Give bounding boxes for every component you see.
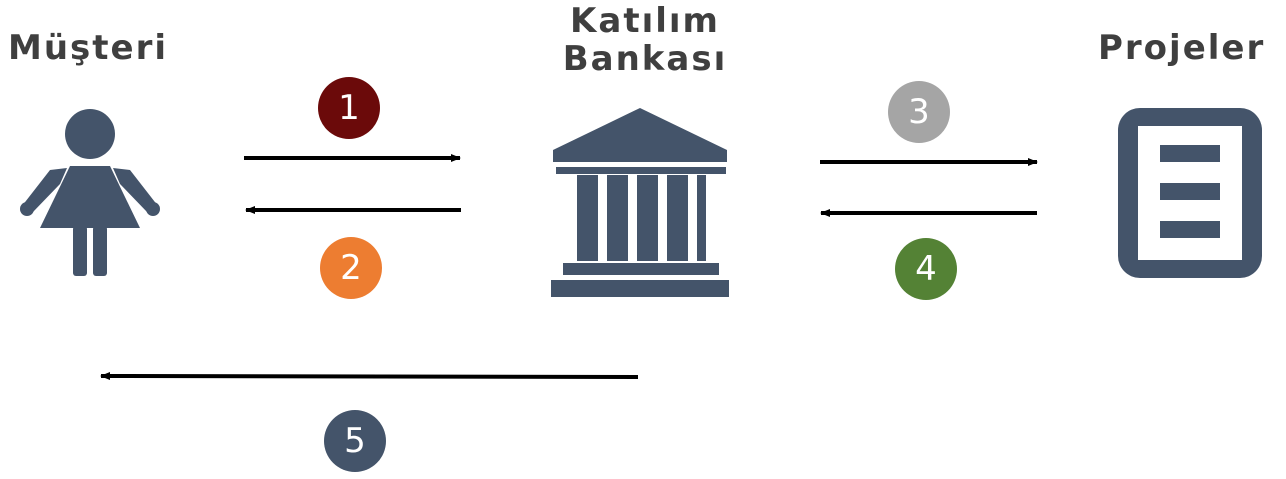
bank-label-line1: Katılım [570,1,720,41]
customer-label: Müşteri [8,28,169,68]
projects-label: Projeler [1098,28,1266,68]
step-1-badge: 1 [318,77,380,139]
step-4-badge: 4 [895,238,957,300]
bank-label-line2: Bankası [562,39,728,79]
arrow-5-bank-to-customer [100,372,639,381]
step-5-badge: 5 [324,410,386,472]
woman-icon [20,109,160,276]
bank-building-icon [551,108,729,297]
document-icon [1118,108,1262,278]
step-3-badge: 3 [888,81,950,143]
bank-label: Katılım Bankası [550,2,740,78]
step-2-badge: 2 [320,237,382,299]
